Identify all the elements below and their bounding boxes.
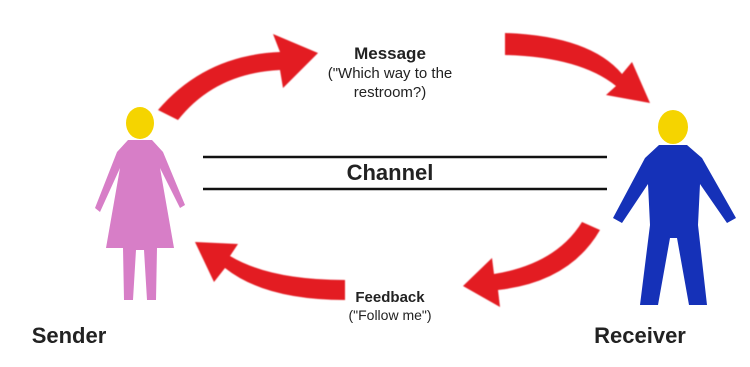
feedback-label: Feedback [355, 289, 425, 306]
arrow-receiver-to-feedback [463, 222, 600, 307]
feedback-text: ("Follow me") [348, 307, 432, 323]
receiver-label: Receiver [594, 323, 686, 348]
sender-figure [95, 107, 185, 300]
arrow-message-to-receiver [505, 33, 650, 103]
arrow-feedback-to-sender [195, 242, 345, 300]
channel-label: Channel [346, 160, 434, 185]
receiver-head [658, 110, 688, 144]
sender-label: Sender [31, 323, 107, 348]
channel-lines [203, 155, 607, 191]
receiver-body [613, 145, 736, 305]
message-text: ("Which way to the restroom?) [327, 65, 453, 101]
message-label: Message [354, 44, 426, 63]
sender-body [95, 140, 185, 300]
arrow-sender-to-message [158, 34, 318, 120]
sender-head [126, 107, 154, 139]
receiver-figure [613, 110, 736, 305]
